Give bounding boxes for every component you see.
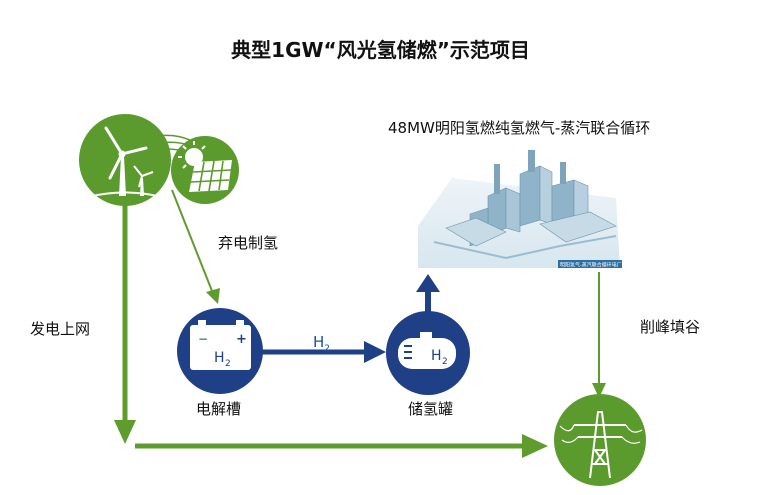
electrolyzer-node: − + H 2 bbox=[177, 308, 263, 394]
curtailment-label: 弃电制氢 bbox=[218, 234, 279, 252]
power-plant-image: 明阳氢气-蒸汽联合循环电厂效果图 bbox=[412, 138, 637, 272]
hydrogen-flow-label: H2 bbox=[313, 333, 330, 354]
plus-sign: + bbox=[236, 332, 247, 347]
wind-solar-node bbox=[79, 114, 193, 206]
electrolyzer-label: 电解槽 bbox=[196, 400, 242, 418]
hydrogen-flow-label-text: H bbox=[313, 333, 325, 351]
electrolyzer-h2-sub: 2 bbox=[225, 359, 231, 369]
storage-label: 储氢罐 bbox=[408, 400, 454, 418]
wind-turbine-icon bbox=[87, 126, 163, 198]
peak-shaving-label: 削峰填谷 bbox=[640, 318, 701, 336]
curtailment-arrow bbox=[171, 189, 220, 304]
battery-icon: − + H 2 bbox=[190, 320, 251, 370]
plant-caption: 48MW明阳氢燃纯氢燃气-蒸汽联合循环 bbox=[388, 119, 651, 137]
tank-h2-text: H bbox=[431, 348, 442, 364]
hydrogen-flow-label-sub: 2 bbox=[324, 344, 331, 354]
electrolyzer-h2-text: H bbox=[214, 350, 225, 366]
plant-image-caption: 明阳氢气-蒸汽联合循环电厂效果图 bbox=[560, 262, 637, 269]
transmission-tower-icon bbox=[559, 411, 643, 479]
hydrogen-flow-arrow bbox=[262, 341, 386, 363]
solar-panel-icon bbox=[189, 160, 232, 192]
minus-sign: − bbox=[198, 332, 208, 346]
solar-node bbox=[171, 136, 239, 204]
sun-icon bbox=[178, 141, 206, 169]
storage-node: H 2 bbox=[386, 311, 470, 395]
grid-label: 发电上网 bbox=[30, 320, 91, 338]
page-title: 典型1GW“风光氢储燃”示范项目 bbox=[231, 38, 530, 62]
tank-h2-sub: 2 bbox=[442, 357, 448, 367]
grid-feed-arrow bbox=[114, 205, 136, 444]
to-substation-arrow bbox=[135, 434, 548, 458]
hydrogen-tank-icon: H 2 bbox=[398, 332, 456, 369]
to-plant-arrow bbox=[416, 274, 440, 312]
substation-node bbox=[554, 394, 646, 486]
peak-shaving-arrow bbox=[592, 272, 606, 398]
